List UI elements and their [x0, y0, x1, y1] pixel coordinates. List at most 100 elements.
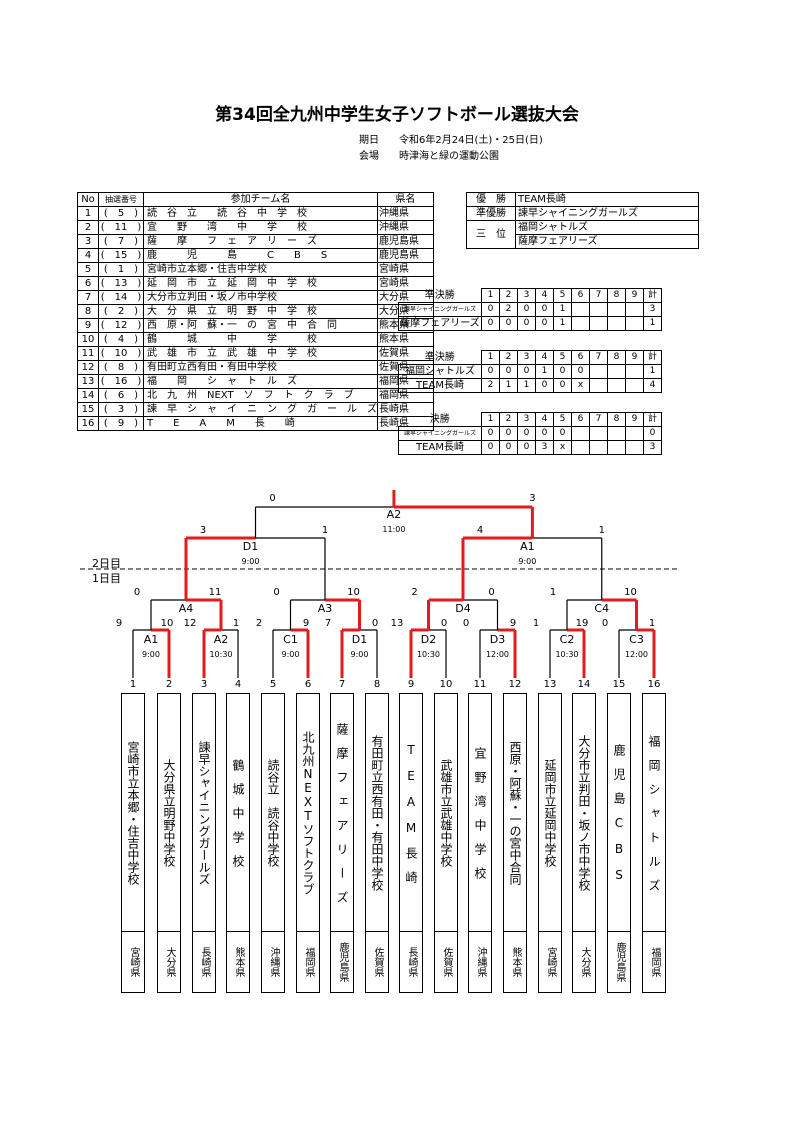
score-cell: 2 — [481, 378, 500, 393]
col-team: 参加チーム名 — [143, 192, 378, 207]
game-label: A3 — [317, 602, 333, 615]
inning-header: 4 — [535, 288, 554, 303]
slot-pref: 大分県 — [572, 931, 596, 993]
score-label: 1 — [321, 525, 329, 536]
score-label: 9 — [115, 618, 123, 629]
table-row: 1( 5 )読 谷 立 読 谷 中 学 校沖縄県 — [77, 206, 434, 221]
slot-pref: 長崎県 — [192, 931, 216, 993]
slot-pref: 沖縄県 — [468, 931, 492, 993]
team-name: 大分市立判田・坂ノ市中学校 — [143, 290, 378, 305]
team-name: T E A M 長 崎 — [143, 416, 378, 431]
inning-header: 2 — [499, 350, 518, 365]
game-label: A4 — [178, 602, 194, 615]
team-no: 1 — [77, 206, 99, 221]
champion-name: TEAM長崎 — [515, 192, 699, 207]
slot-pref: 鹿児島県 — [607, 931, 631, 993]
score-cell — [589, 302, 608, 317]
score-cell: x — [553, 440, 572, 455]
team-draw: ( 5 ) — [98, 206, 144, 221]
champion-label: 優 勝 — [466, 192, 516, 207]
runner-label: 準優勝 — [466, 206, 516, 221]
slot-number: 8 — [373, 679, 381, 690]
inning-header: 6 — [571, 350, 590, 365]
page-title: 第34回全九州中学生女子ソフトボール選抜大会 — [215, 105, 579, 125]
slot-team-name: 有田町立西有田・有田中学校 — [365, 693, 389, 932]
score-team: 諫早シャイニングガールズ — [398, 426, 482, 441]
slot-number: 1 — [129, 679, 137, 690]
score-cell: 3 — [643, 440, 662, 455]
game-time: 12:00 — [624, 650, 649, 659]
inning-header: 6 — [571, 412, 590, 427]
team-name: 薩 摩 フ ェ ア リ ー ズ — [143, 234, 378, 249]
score-cell — [571, 316, 590, 331]
draw-number: 4 — [117, 334, 125, 345]
inning-header: 5 — [553, 412, 572, 427]
team-no: 14 — [77, 388, 99, 403]
score-cell — [607, 302, 626, 317]
score-label: 9 — [302, 618, 310, 629]
score-label: 4 — [476, 525, 484, 536]
scoreboard-title: 決勝 — [429, 413, 450, 425]
inning-header: 7 — [589, 350, 608, 365]
slot-team-name: 諫早シャイニングガールズ — [192, 693, 216, 932]
draw-number: 8 — [117, 362, 125, 373]
team-draw: ( 9 ) — [98, 416, 144, 431]
inning-header: 6 — [571, 288, 590, 303]
draw-number: 9 — [117, 418, 125, 429]
score-cell: 0 — [517, 316, 536, 331]
score-label: 0 — [601, 618, 609, 629]
score-cell: 0 — [481, 426, 500, 441]
teams-table: No 抽選番号 参加チーム名 県名 1( 5 )読 谷 立 読 谷 中 学 校沖… — [77, 192, 434, 431]
inning-header: 1 — [481, 412, 500, 427]
score-cell — [571, 426, 590, 441]
third-label: 三 位 — [466, 220, 516, 249]
score-label: 13 — [390, 618, 404, 629]
game-label: D4 — [455, 602, 471, 615]
team-no: 11 — [77, 346, 99, 361]
draw-number: 6 — [117, 390, 125, 401]
score-cell: 0 — [517, 440, 536, 455]
score-team: 薩摩フェアリーズ — [398, 316, 482, 331]
team-draw: ( 6 ) — [98, 388, 144, 403]
inning-header: 2 — [499, 412, 518, 427]
score-label: 1 — [549, 587, 557, 598]
score-cell: 0 — [481, 364, 500, 379]
team-no: 13 — [77, 374, 99, 389]
score-team: TEAM長崎 — [398, 378, 482, 393]
inning-header: 9 — [625, 288, 644, 303]
game-time: 11:00 — [382, 525, 406, 534]
tournament-bracket — [80, 490, 680, 678]
slot-number: 2 — [165, 679, 173, 690]
slot-pref: 長崎県 — [399, 931, 423, 993]
slot-team-name: 宜 野 湾 中 学 校 — [468, 693, 492, 932]
game-label: C4 — [594, 602, 610, 615]
score-label: 7 — [324, 618, 332, 629]
score-cell: 0 — [499, 364, 518, 379]
team-draw: ( 12 ) — [98, 318, 144, 333]
score-label: 12 — [183, 618, 197, 629]
score-cell: 1 — [553, 302, 572, 317]
date-value: 令和6年2月24日(土)・25日(日) — [399, 135, 543, 146]
score-label: 19 — [575, 618, 589, 629]
team-pref: 沖縄県 — [377, 206, 434, 221]
inning-header: 3 — [517, 288, 536, 303]
game-label: C2 — [559, 633, 575, 646]
team-name: 大 分 県 立 明 野 中 学 校 — [143, 304, 378, 319]
score-cell: 0 — [535, 378, 554, 393]
draw-number: 16 — [114, 376, 128, 387]
slot-team-name: 薩 摩 フ ェ ア リ ー ズ — [330, 693, 354, 932]
score-cell — [625, 364, 644, 379]
team-draw: ( 2 ) — [98, 304, 144, 319]
score-label: 9 — [509, 618, 517, 629]
slot-team-name: 鶴 城 中 学 校 — [226, 693, 250, 932]
slot-number: 10 — [439, 679, 453, 690]
table-row: 6( 13 )延 岡 市 立 延 岡 中 学 校宮崎県 — [77, 276, 434, 291]
score-cell — [589, 378, 608, 393]
inning-header: 計 — [643, 412, 662, 427]
score-cell: 1 — [499, 378, 518, 393]
team-no: 9 — [77, 318, 99, 333]
